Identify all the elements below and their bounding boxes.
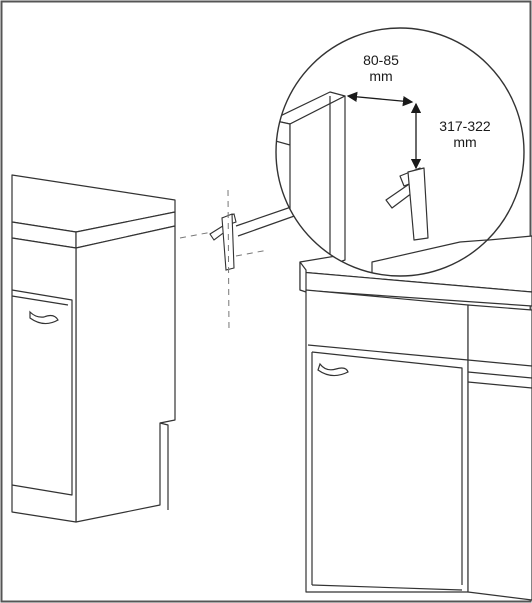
wall-bracket-small (209, 213, 237, 271)
guide-lines (179, 189, 269, 333)
right-cabinet (299, 235, 532, 601)
right-door-handle (317, 362, 349, 377)
callout-connectors (235, 205, 301, 237)
detail-circle-border (275, 27, 525, 277)
left-cabinet (11, 174, 176, 523)
horizontal-dim-unit: mm (369, 68, 392, 84)
vertical-dim-value: 317-322 (439, 118, 491, 134)
horizontal-dimension (346, 91, 414, 107)
horizontal-dim-value: 80-85 (363, 52, 399, 68)
vertical-dim-unit: mm (453, 134, 476, 150)
left-cabinet-handle (29, 310, 59, 325)
